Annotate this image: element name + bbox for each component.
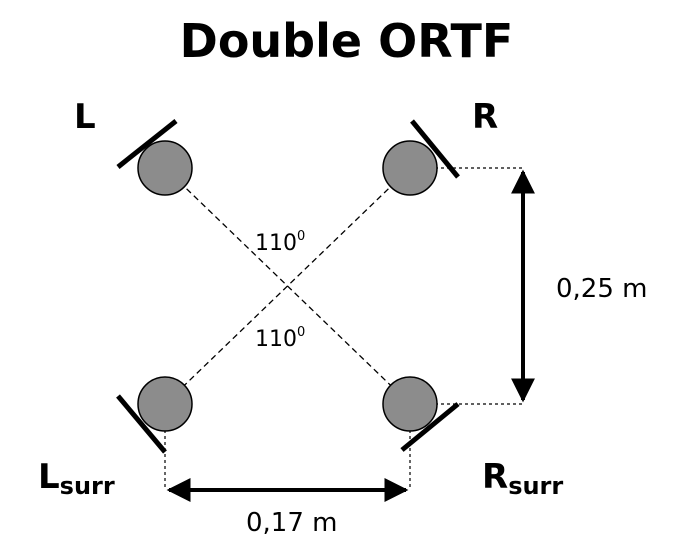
depth-label: 0,25 m [556,274,648,304]
mic-diaphragm-rear-right [400,402,460,452]
mic-front-left [137,140,193,196]
angle-label-bottom: 1100 [255,325,306,352]
axis-line-front-right-to-rear-left [164,167,411,405]
label-rear-right: Rsurr [482,457,564,500]
width-label: 0,17 m [246,508,338,538]
mic-diaphragm-front-right [410,119,460,179]
angle-label-top: 1100 [255,229,306,256]
label-rear-left: Lsurr [38,457,115,500]
diagram-title: Double ORTF [179,14,514,68]
label-front-left: L [74,97,96,137]
mic-front-right [382,140,438,196]
mic-rear-left [137,376,193,432]
mic-diaphragm-rear-left [116,394,167,454]
mic-diaphragm-front-left [116,119,178,169]
mic-rear-right [382,376,438,432]
label-front-right: R [472,97,499,137]
